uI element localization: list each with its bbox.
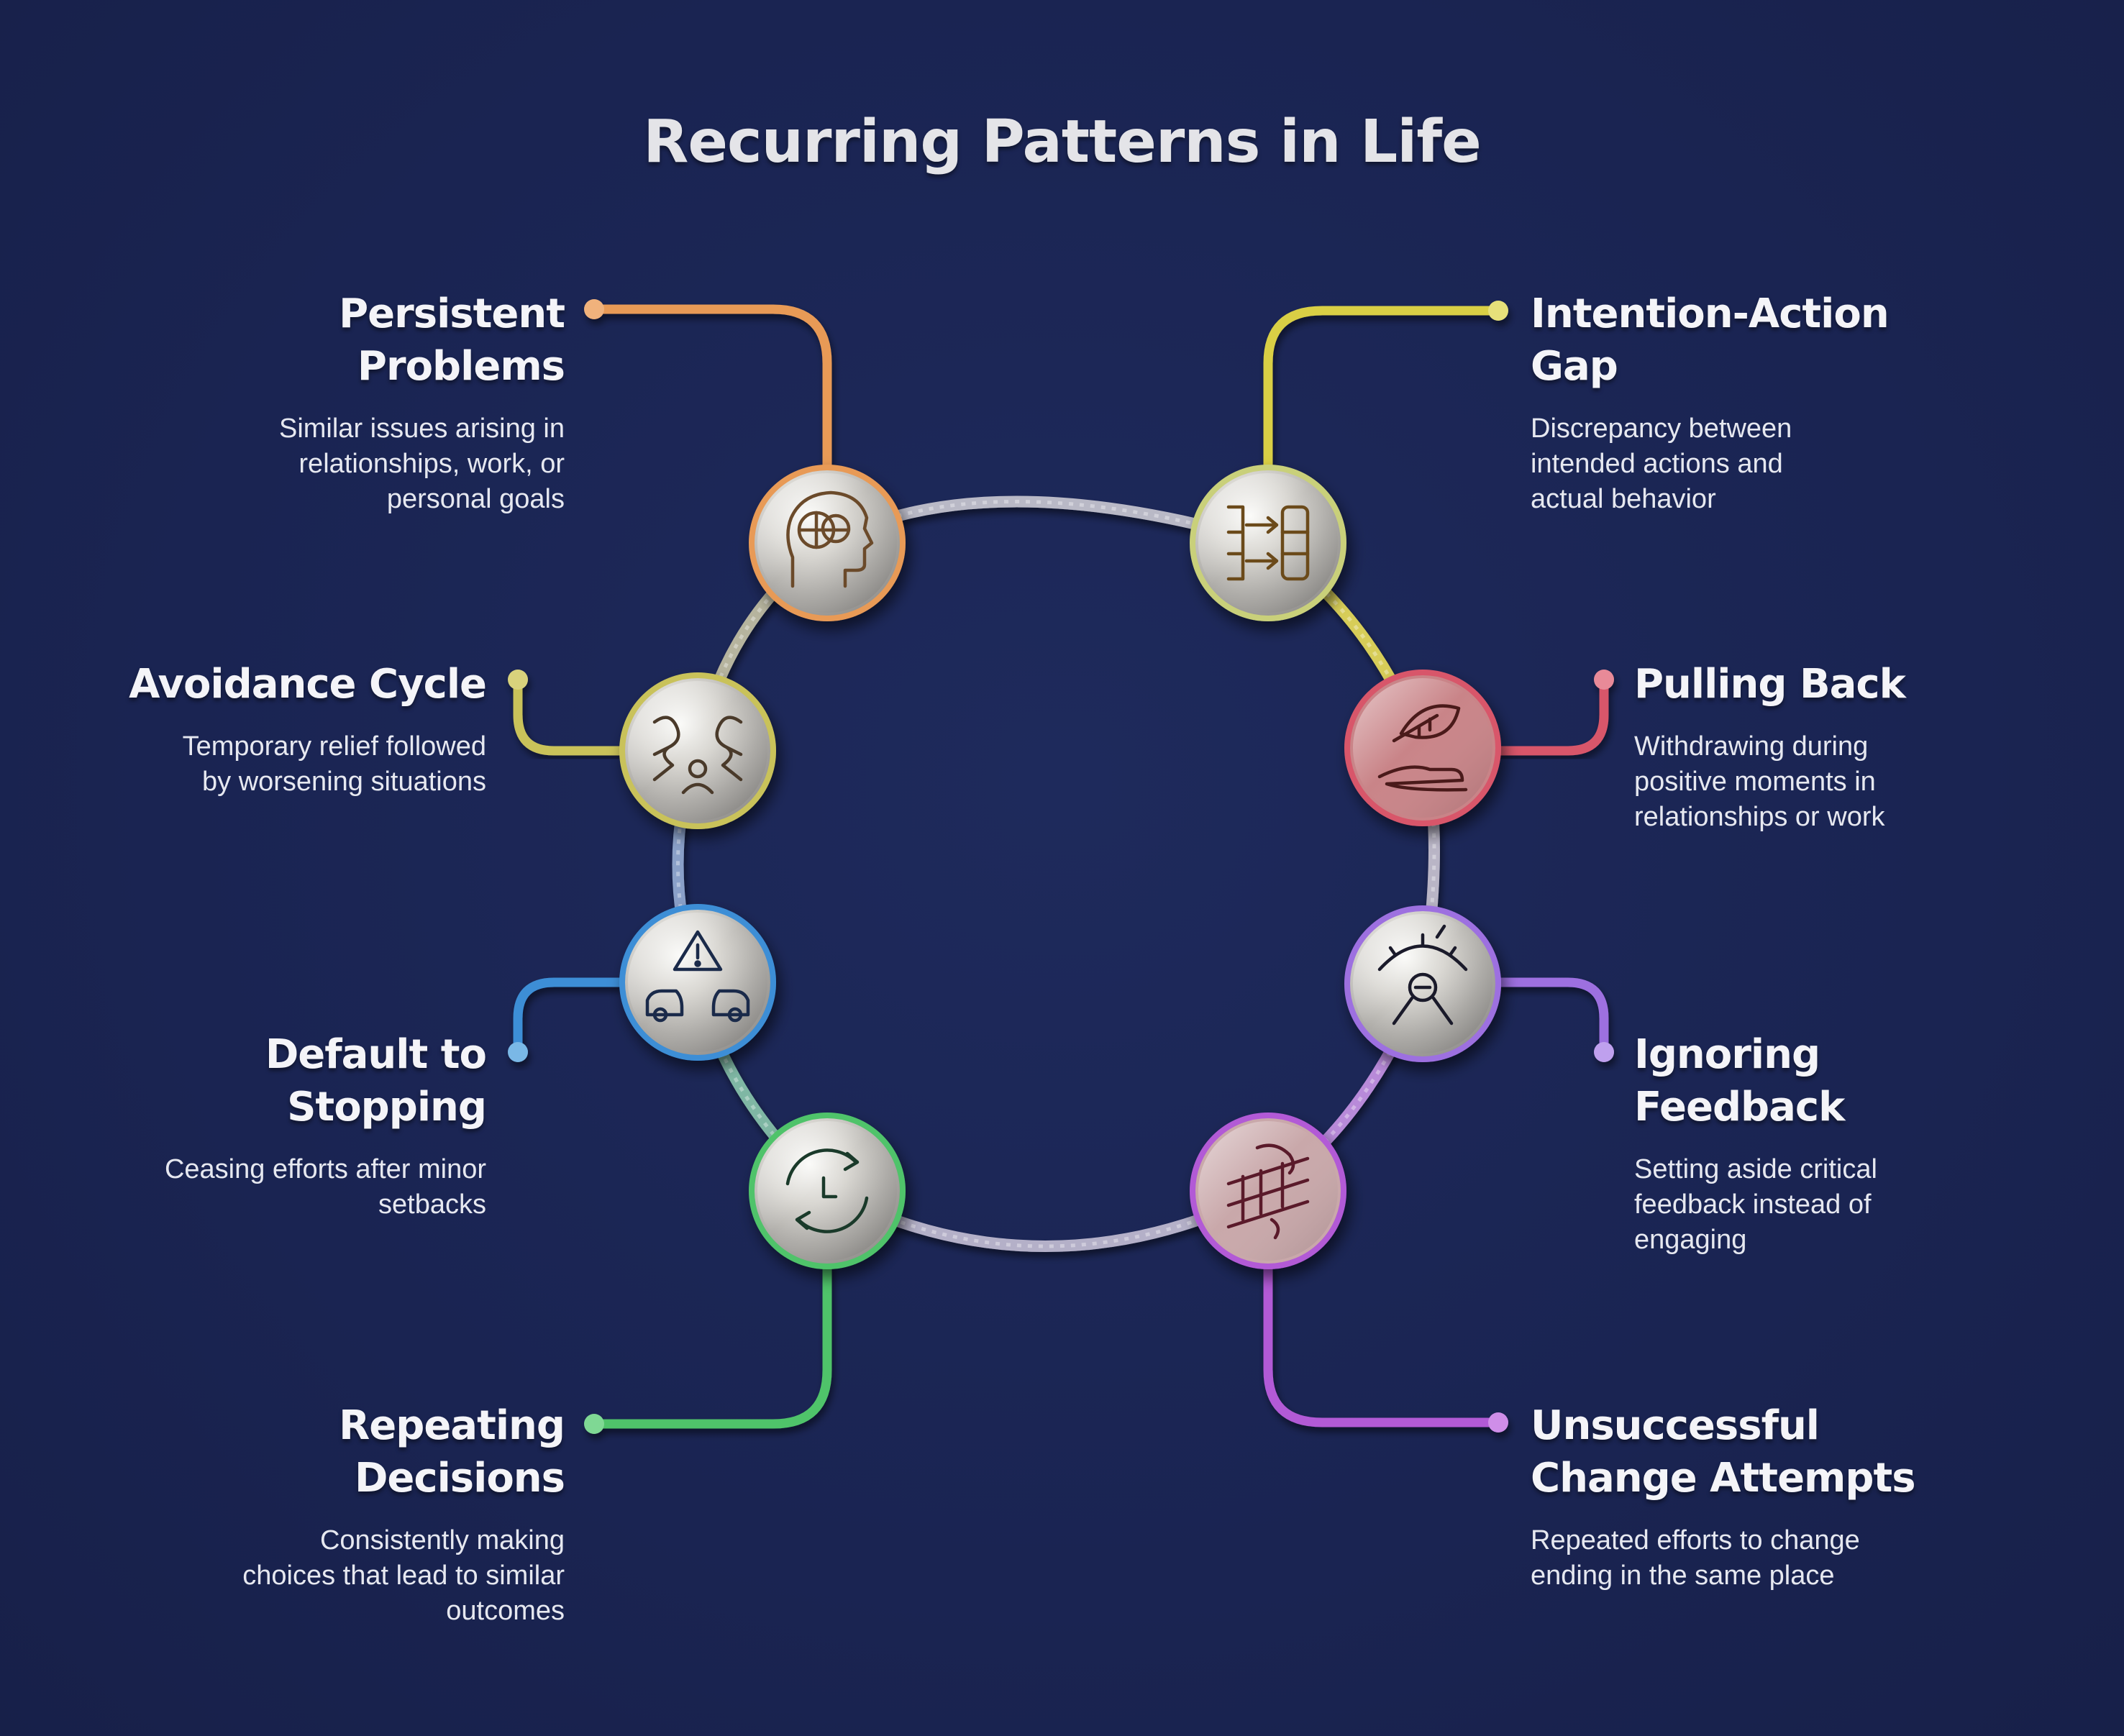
node-repeating-decisions — [749, 1113, 906, 1269]
connector-dot — [508, 1042, 528, 1062]
person-cracks-icon — [652, 716, 743, 795]
item-description: Similar issues arising in relationships,… — [278, 414, 565, 514]
cycle-clock-icon — [785, 1148, 869, 1233]
node-intention-action-gap — [1190, 465, 1346, 621]
item-title: Repeating Decisions — [339, 1402, 565, 1502]
item-title: Persistent Problems — [339, 291, 565, 390]
hand-leaf-icon — [1377, 704, 1468, 792]
item-description: Withdrawing during positive moments in r… — [1634, 731, 1885, 832]
item-title: Intention-Action Gap — [1531, 291, 1890, 390]
connector-dot — [1488, 301, 1508, 321]
gauge-icon — [1377, 924, 1468, 1025]
connector-intention-action-gap — [1263, 301, 1508, 472]
connector-repeating-decisions — [584, 1261, 832, 1434]
item-description: Repeated efforts to change ending in the… — [1531, 1525, 1860, 1591]
page-title: Recurring Patterns in Life — [643, 108, 1481, 176]
connector-dot — [508, 670, 528, 690]
item-description: Temporary relief followed by worsening s… — [182, 731, 486, 797]
connector-pulling-back — [1493, 670, 1614, 756]
blocked-wall-icon — [1226, 1143, 1310, 1240]
item-title: Ignoring Feedback — [1634, 1031, 1845, 1130]
item-unsuccessful-change-attempts: Unsuccessful Change Attempts Repeated ef… — [1531, 1399, 1962, 1594]
item-ignoring-feedback: Ignoring Feedback Setting aside critical… — [1634, 1028, 2037, 1258]
connector-default-to-stopping — [508, 977, 628, 1062]
item-description: Discrepancy between intended actions and… — [1531, 414, 1792, 514]
item-title: Unsuccessful Change Attempts — [1531, 1402, 1916, 1502]
item-description: Consistently making choices that lead to… — [242, 1525, 565, 1626]
node-ignoring-feedback — [1344, 905, 1501, 1062]
connector-dot — [584, 299, 604, 319]
item-title: Avoidance Cycle — [129, 661, 487, 708]
node-persistent-problems — [749, 465, 906, 621]
connector-dot — [584, 1414, 604, 1434]
item-intention-action-gap: Intention-Action Gap Discrepancy between… — [1531, 288, 1933, 517]
connector-avoidance-cycle — [508, 670, 628, 756]
item-avoidance-cycle: Avoidance Cycle Temporary relief followe… — [83, 658, 487, 800]
item-pulling-back: Pulling Back Withdrawing during positive… — [1634, 658, 2037, 835]
item-repeating-decisions: Repeating Decisions Consistently making … — [162, 1399, 565, 1629]
node-pulling-back — [1344, 670, 1501, 826]
connector-ignoring-feedback — [1493, 977, 1614, 1062]
node-unsuccessful-change-attempts — [1190, 1113, 1346, 1269]
node-avoidance-cycle — [619, 672, 776, 829]
node-default-to-stopping — [619, 904, 776, 1061]
item-title: Default to Stopping — [265, 1031, 487, 1130]
item-title: Pulling Back — [1634, 661, 1906, 708]
item-default-to-stopping: Default to Stopping Ceasing efforts afte… — [40, 1028, 487, 1223]
connector-dot — [1594, 670, 1614, 690]
item-description: Ceasing efforts after minor setbacks — [164, 1154, 486, 1220]
connector-persistent-problems — [584, 299, 832, 472]
connector-dot — [1594, 1042, 1614, 1062]
warning-cars-icon — [645, 930, 750, 1023]
head-brain-icon — [786, 490, 874, 588]
item-description: Setting aside critical feedback instead … — [1634, 1154, 1877, 1255]
connector-unsuccessful-change-attempts — [1263, 1261, 1508, 1433]
gap-arrows-icon — [1226, 505, 1310, 581]
item-persistent-problems: Persistent Problems Similar issues arisi… — [162, 288, 565, 517]
connector-dot — [1488, 1412, 1508, 1433]
